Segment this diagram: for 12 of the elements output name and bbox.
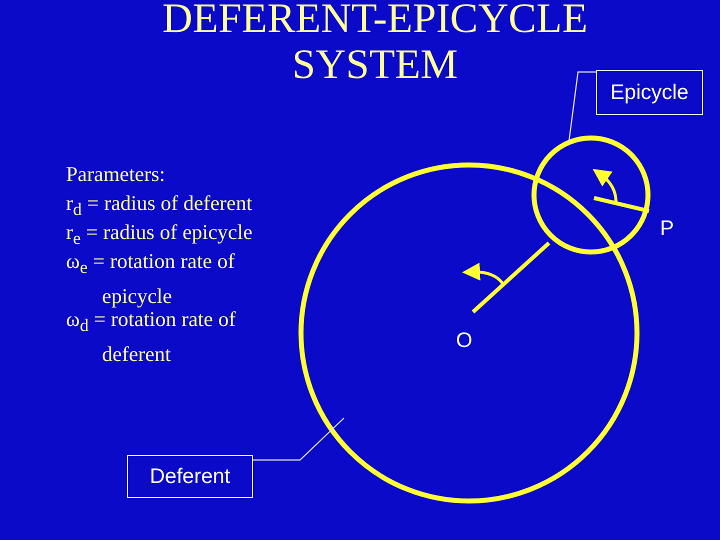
title: DEFERENT-EPICYCLE SYSTEM: [161, 0, 589, 88]
label-box: Epicycle: [596, 70, 703, 115]
leader-line: [568, 71, 596, 142]
point-label: P: [660, 216, 676, 242]
label-box: Deferent: [127, 455, 253, 498]
parameter-text: r$_{d}$ = radius of deferent: [66, 190, 254, 222]
parameter-text: r$_{e}$ = radius of epicycle: [66, 219, 254, 250]
parameter-heading: Parameters:: [66, 161, 166, 188]
deferent-circle: [298, 162, 640, 504]
epicycle-circle: [532, 136, 650, 254]
point-label: O: [456, 328, 474, 354]
leader-line: [253, 418, 344, 461]
